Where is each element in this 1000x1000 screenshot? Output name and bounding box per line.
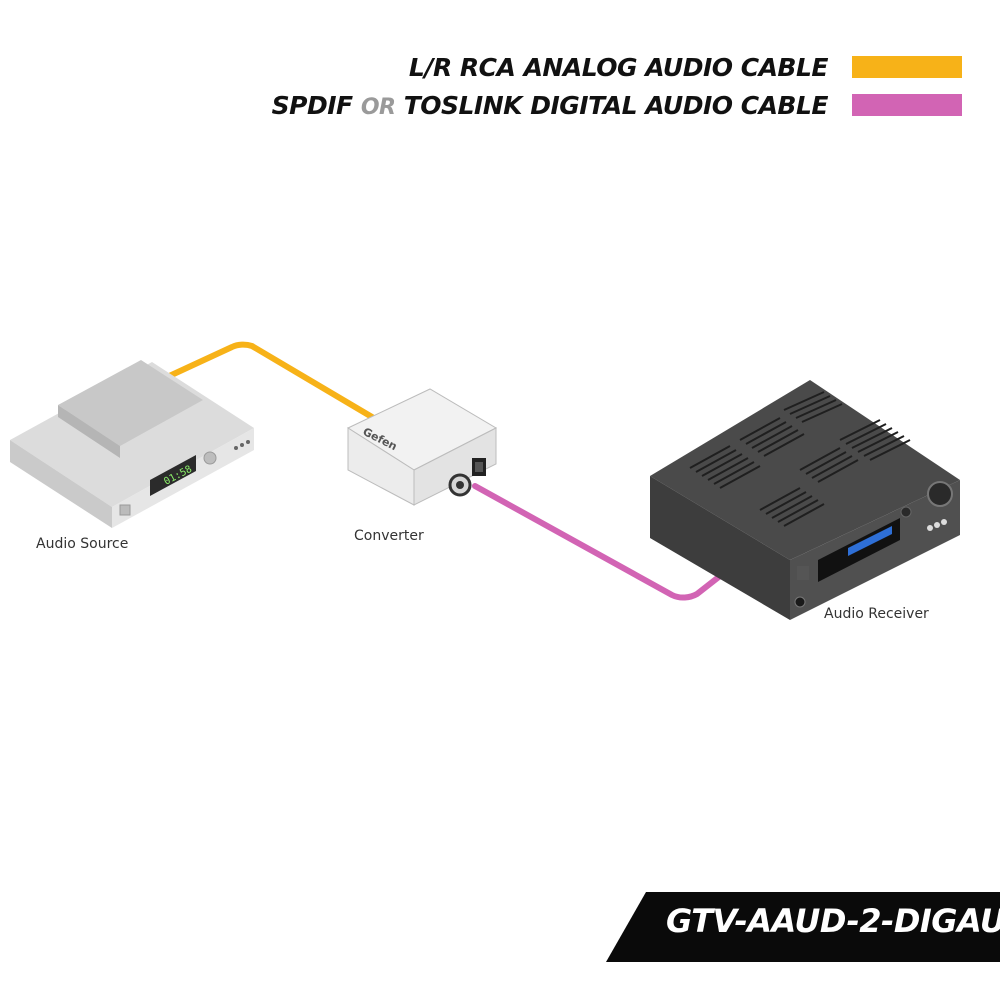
receiver-volume-knob-icon	[927, 481, 953, 507]
converter-device: Gefen	[346, 388, 498, 506]
receiver-power-button	[797, 566, 809, 580]
legend: L/R RCA ANALOG AUDIO CABLE SPDIF OR TOSL…	[272, 48, 962, 124]
audio-receiver-label: Audio Receiver	[824, 606, 929, 622]
source-display-panel	[150, 455, 196, 496]
source-knob-icon	[203, 451, 217, 465]
legend-item-digital: SPDIF OR TOSLINK DIGITAL AUDIO CABLE	[272, 86, 962, 124]
legend-swatch-analog	[852, 56, 962, 78]
legend-label-digital-part2: TOSLINK DIGITAL AUDIO CABLE	[403, 90, 829, 120]
legend-label-digital: SPDIF OR TOSLINK DIGITAL AUDIO CABLE	[271, 90, 829, 120]
legend-item-analog: L/R RCA ANALOG AUDIO CABLE	[272, 48, 962, 86]
digital-audio-cable	[472, 483, 723, 601]
source-power-button	[119, 504, 131, 516]
converter-label: Converter	[354, 528, 424, 544]
legend-swatch-digital	[852, 94, 962, 116]
receiver-headphone-jack-icon	[794, 596, 806, 608]
audio-source-device: 01:58	[10, 360, 254, 528]
legend-label-or: OR	[360, 94, 396, 120]
audio-source-label: Audio Source	[36, 536, 129, 552]
model-number: GTV-AAUD-2-DIGAUD	[666, 902, 1000, 940]
model-badge: GTV-AAUD-2-DIGAUD	[606, 892, 1000, 962]
analog-audio-cable	[162, 341, 375, 420]
legend-label-analog: L/R RCA ANALOG AUDIO CABLE	[408, 52, 829, 82]
receiver-vent-grilles	[689, 391, 911, 527]
audio-receiver-device	[650, 380, 960, 620]
legend-label-digital-part1: SPDIF	[271, 90, 353, 120]
